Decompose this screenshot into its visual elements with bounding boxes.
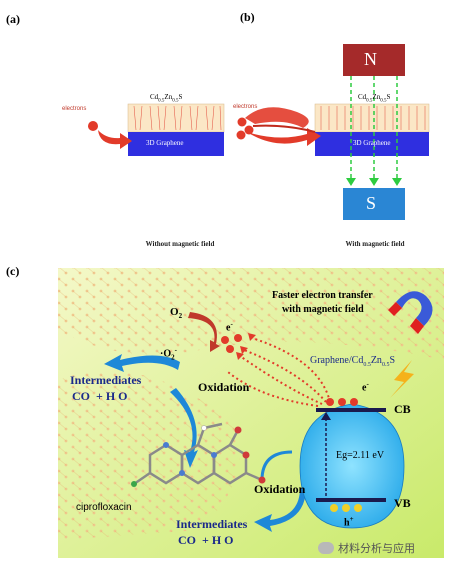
- oxidation-arrow-2: [170, 388, 198, 468]
- substrate-label-a: 3D Graphene: [146, 139, 184, 147]
- intermediates-bottom-label: Intermediates: [176, 517, 248, 531]
- transfer-path-1: [251, 337, 331, 403]
- electron-ball-b2: [244, 125, 254, 135]
- superoxide-label: ·O2-: [160, 346, 177, 362]
- vb-label: VB: [394, 496, 411, 510]
- vb-bar: [316, 498, 386, 502]
- panel-a-label: (a): [6, 12, 20, 26]
- red-arrow-a: [98, 130, 132, 149]
- magnet-north: [343, 44, 405, 76]
- intermediates-top-label: Intermediates: [70, 373, 142, 387]
- pollutant-label: ciprofloxacin: [76, 502, 132, 513]
- magnet-south: [343, 188, 405, 220]
- faster-transfer-label-1: Faster electron transfer: [272, 290, 373, 301]
- lightning-bolt-icon: [390, 360, 414, 398]
- substrate-label-b: 3D Graphene: [353, 139, 391, 147]
- magnet-north-label: N: [364, 49, 377, 69]
- caption-b: With magnetic field: [345, 240, 405, 248]
- watermark: 材料分析与应用: [318, 540, 415, 556]
- electron-dot-3: [226, 345, 234, 353]
- vb-hole-2: [342, 504, 350, 512]
- magnet-icon: [396, 291, 433, 326]
- vb-hole-3: [354, 504, 362, 512]
- electron-ball-a: [88, 121, 98, 131]
- panel-b-diagram: [236, 44, 430, 220]
- cb-electron-1: [326, 398, 334, 406]
- hole-label: h+: [344, 515, 354, 529]
- cb-electron-2: [338, 398, 346, 406]
- graphene-substrate-b: [315, 132, 429, 156]
- cdzns-label-a: Cd0.5Zn0.5S: [150, 93, 183, 104]
- graphene-substrate-a: [128, 132, 224, 156]
- red-arrow-b2: [247, 128, 321, 146]
- photocatalyst-droplet: [299, 403, 405, 529]
- electron-label-c: e-: [226, 320, 233, 334]
- oxidation-arrow-3: [254, 488, 306, 532]
- transfer-path-2: [243, 349, 327, 403]
- panel-b-label: (b): [240, 10, 255, 24]
- oxidation-arrow-1: [104, 354, 180, 372]
- oxidation-top-label: Oxidation: [198, 380, 250, 394]
- panel-a-diagram: [88, 103, 225, 156]
- red-arrow-b3: [252, 124, 316, 133]
- o2-label: O2: [170, 306, 183, 321]
- electron-ball-b3: [236, 130, 246, 140]
- vb-hole-1: [330, 504, 338, 512]
- band-gap-label: Eg=2.11 eV: [336, 450, 385, 461]
- molecule-atoms: [131, 425, 266, 487]
- composite-label: Graphene/Cd0.5Zn0.5S: [310, 355, 395, 368]
- oxidation-arrow-4: [260, 450, 293, 481]
- co2-h2o-top-label: CO + H O: [72, 389, 128, 403]
- electron-dot-2: [234, 334, 242, 342]
- electrons-label-a: electrons: [62, 106, 87, 112]
- cb-bar: [316, 408, 386, 412]
- cb-electron-label: e-: [362, 380, 369, 394]
- panel-c-label: (c): [6, 264, 20, 278]
- cdzns-layer-b: [314, 103, 430, 133]
- cb-label: CB: [394, 402, 411, 416]
- electron-ball-b1: [237, 117, 247, 127]
- watermark-logo-icon: [318, 542, 334, 554]
- cb-electron-3: [350, 398, 358, 406]
- caption-a: Without magnetic field: [145, 240, 215, 248]
- red-arrow-b1: [245, 107, 309, 128]
- transfer-path-4: [227, 371, 319, 407]
- oxidation-bottom-label: Oxidation: [254, 482, 306, 496]
- electrons-label-b: electrons: [233, 104, 258, 110]
- co2-h2o-bottom-label: CO + H O: [178, 533, 234, 547]
- o2-reduction-arrow: [188, 312, 220, 352]
- graphene-sheet-top: [58, 268, 444, 360]
- faster-transfer-label-2: with magnetic field: [282, 304, 364, 315]
- electron-dot-1: [221, 336, 229, 344]
- magnet-south-label: S: [366, 193, 377, 213]
- cdzns-label-b: Cd0.5Zn0.5S: [358, 93, 391, 104]
